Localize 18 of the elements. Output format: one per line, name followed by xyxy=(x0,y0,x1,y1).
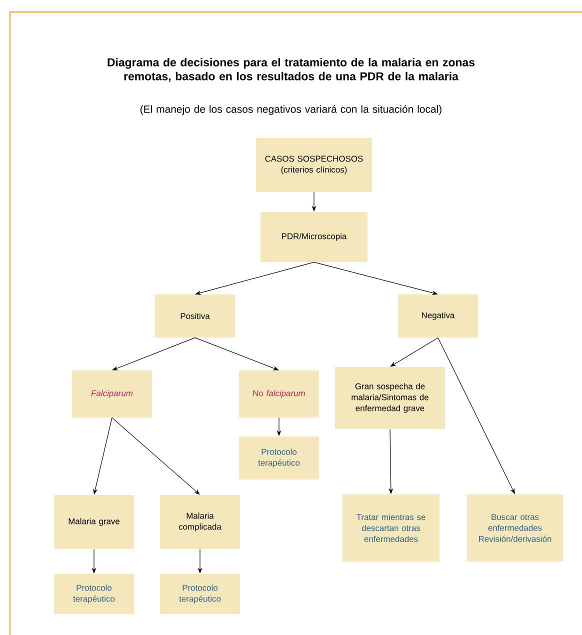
process-box: Positiva xyxy=(155,294,235,338)
subtitle: (El manejo de los casos negativos variará con la situación local) xyxy=(140,105,442,115)
outcome-box: Buscar otras enfermedades Revisión/derivasión xyxy=(467,494,563,562)
process-box: Negativa xyxy=(398,294,478,338)
decision-box: No falciparum xyxy=(239,370,319,418)
process-box: PDR/Microscopia xyxy=(260,212,368,262)
arrow xyxy=(390,337,438,367)
title: Diagrama de decisiones para el tratamiento de la malaria en zonas remotas, basado en los resultados de una PDR de la malaria xyxy=(108,58,475,82)
process-box: Malaria grave xyxy=(54,495,134,549)
outcome-box: Protocolo terapéutico xyxy=(239,436,319,480)
process-box: Gran sospecha de malaria/Sintomas de enfermedad grave xyxy=(335,367,445,429)
decision-box: Falciparum xyxy=(72,370,152,418)
process-box: Malaria complicada xyxy=(160,495,240,549)
outcome-box: Protocolo terapéutico xyxy=(160,574,240,614)
arrow xyxy=(112,417,200,495)
outcome-box: Tratar mientras se descartan otras enfermedades xyxy=(342,494,440,562)
outcome-box: Protocolo terapéutico xyxy=(54,574,134,614)
process-box: CASOS SOSPECHOSOS (criterios clínicos) xyxy=(256,138,372,192)
